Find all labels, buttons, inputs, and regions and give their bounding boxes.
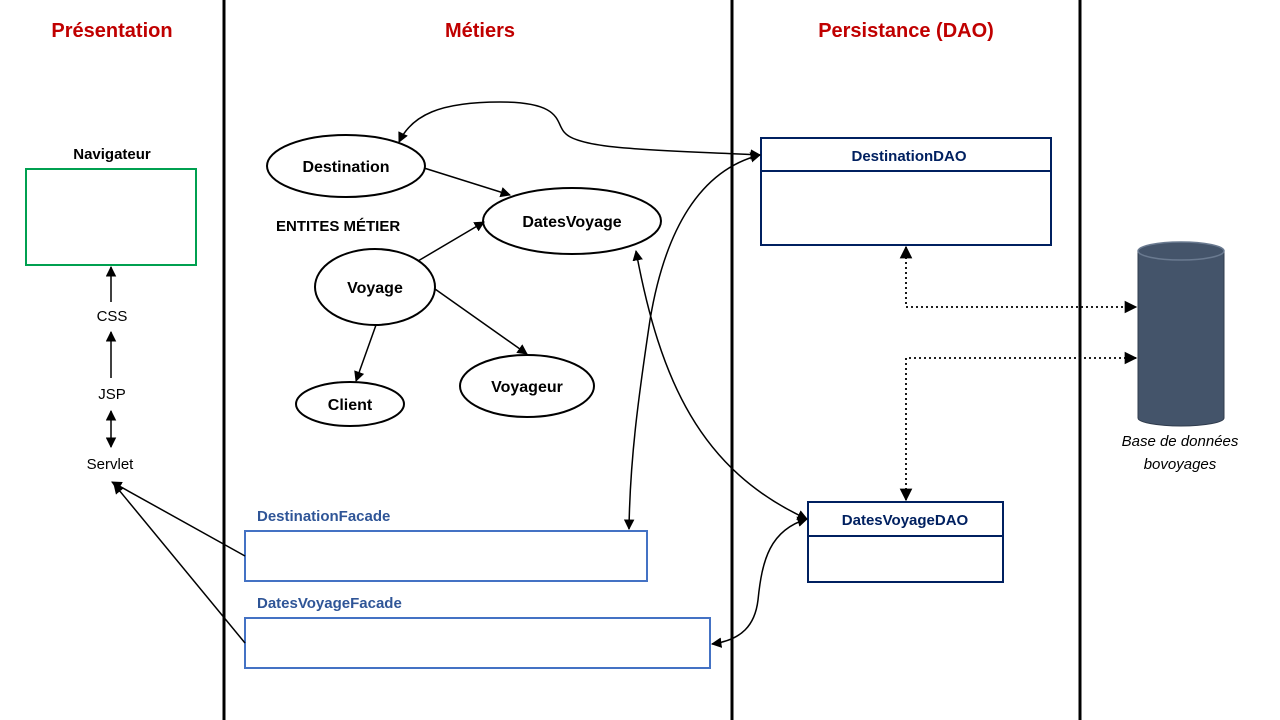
entity-destination [266, 134, 426, 198]
css-label: CSS [97, 308, 128, 325]
servlet-label: Servlet [87, 456, 135, 473]
entity-client-label: Client [328, 397, 373, 414]
jsp-label: JSP [98, 386, 126, 403]
navigateur-label: Navigateur [73, 146, 151, 163]
entity-dates-voyage-label: DatesVoyage [522, 214, 621, 231]
database-cylinder-icon [1137, 241, 1225, 427]
entity-destination-label: Destination [302, 159, 389, 176]
navigateur-box [25, 168, 197, 266]
curve-destinationdao-destination [398, 101, 762, 160]
entity-voyage [314, 248, 436, 326]
entity-voyageur [459, 354, 595, 418]
destination-facade-box [244, 530, 648, 582]
dotted-destinationdao-database [899, 245, 1138, 314]
column-title-presentation: Présentation [51, 20, 172, 42]
arrow-voyage-voyageur [434, 288, 528, 355]
dates-voyage-dao-box [807, 501, 1004, 583]
entity-voyageur-label: Voyageur [491, 379, 563, 396]
arrow-datesvoyagefacade-servlet [113, 483, 246, 644]
destination-facade-label: DestinationFacade [257, 508, 390, 525]
entity-voyage-label: Voyage [347, 280, 403, 297]
column-title-persistance: Persistance (DAO) [818, 20, 994, 42]
entites-metier-label: ENTITES MÉTIER [276, 218, 400, 235]
arrow-voyage-client [354, 324, 377, 382]
dotted-datesvoyagedao-database [899, 351, 1138, 502]
entity-client [295, 381, 405, 427]
curve-datesvoyage-datesvoyagedao [632, 249, 808, 520]
column-title-metiers: Métiers [445, 20, 515, 42]
arrow-destinationfacade-servlet [111, 481, 246, 557]
curve-datesvoyagedao-datesvoyagefacade [710, 516, 809, 648]
arrow-destination-datesvoyage [423, 167, 512, 198]
dates-voyage-facade-box [244, 617, 711, 669]
dates-voyage-facade-label: DatesVoyageFacade [257, 595, 402, 612]
arrow-voyage-datesvoyage [417, 221, 485, 262]
dates-voyage-dao-label: DatesVoyageDAO [842, 512, 969, 529]
database-label-line1: Base de données [1122, 433, 1239, 450]
destination-dao-label: DestinationDAO [851, 148, 966, 165]
database-label-line2: bovoyages [1144, 456, 1217, 473]
